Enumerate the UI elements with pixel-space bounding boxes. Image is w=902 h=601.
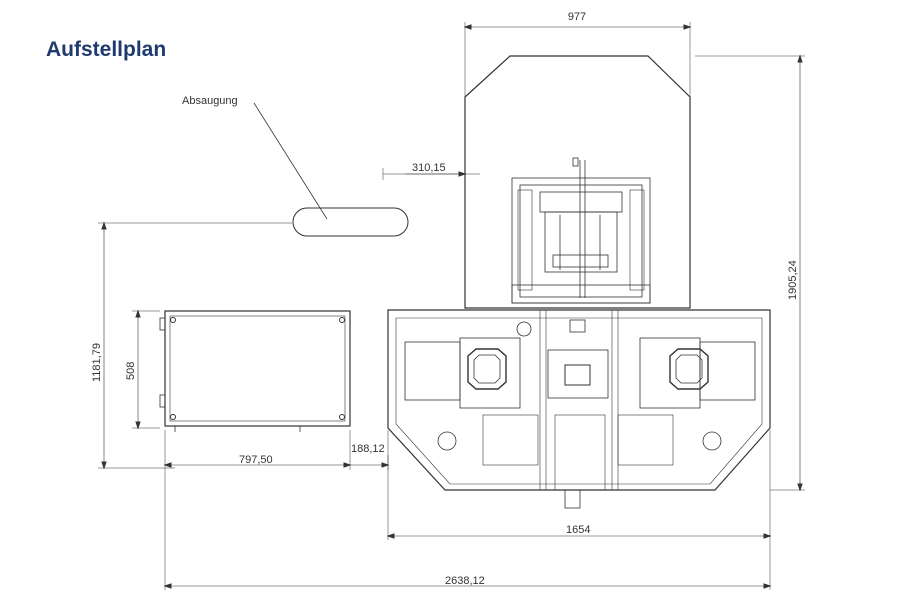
label-right-height: 1905,24 (787, 260, 799, 300)
main-machine (387, 309, 771, 509)
label-gap: 188,12 (351, 443, 385, 455)
dim-main-width (386, 430, 772, 540)
label-box-height: 508 (125, 362, 137, 380)
side-cabinet (159, 310, 351, 432)
label-suction-offset: 310,15 (412, 162, 446, 174)
label-suction: Absaugung (182, 95, 238, 107)
label-box-width: 797,50 (239, 454, 273, 466)
label-top-width: 977 (568, 11, 586, 23)
dim-total-width (163, 470, 772, 590)
dim-right-height (695, 54, 805, 492)
upper-mechanism (511, 157, 651, 304)
label-main-width: 1654 (566, 524, 590, 536)
dim-box-height (132, 309, 160, 430)
dim-box-width (163, 430, 390, 470)
label-total-width: 2638,12 (445, 575, 485, 587)
page-title: Aufstellplan (46, 38, 167, 61)
suction-duct (292, 207, 409, 237)
upper-enclosure (464, 55, 691, 309)
dim-suction-offset (382, 168, 480, 180)
dim-left-total (98, 221, 292, 470)
label-left-total: 1181,79 (91, 343, 103, 382)
